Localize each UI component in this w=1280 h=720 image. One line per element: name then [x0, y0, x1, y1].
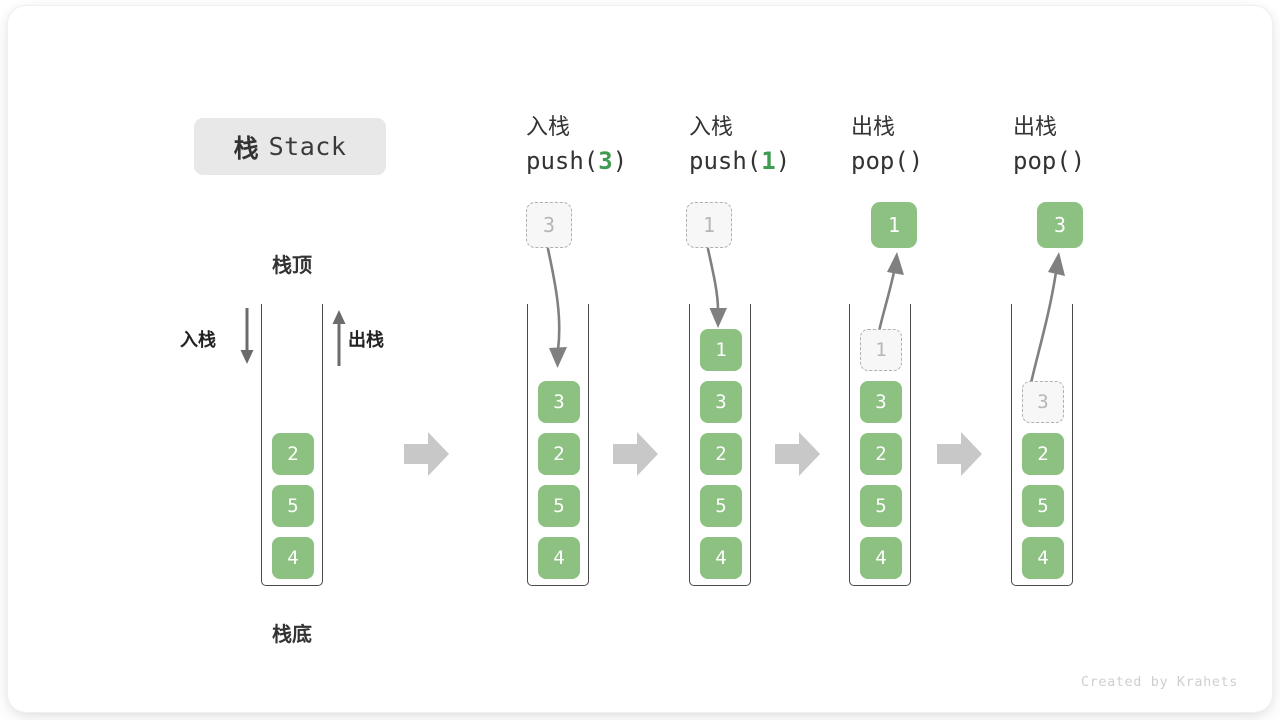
stack-cell: 5: [860, 485, 902, 527]
stack-vessel-push-3: 4 5 2 3: [527, 304, 589, 586]
title-latin: Stack: [268, 132, 347, 161]
credit-text: Created by Krahets: [1080, 674, 1238, 690]
popped-element-3: 3: [1037, 202, 1083, 248]
stack-top-label: 栈顶: [272, 253, 312, 277]
stack-cell: 4: [538, 537, 580, 579]
header-cjk: 出栈: [1013, 115, 1058, 140]
stack-cells-initial: 4 5 2: [272, 423, 314, 579]
stack-cells-push-1: 4 5 2 3 1: [700, 319, 742, 579]
stack-cell: 5: [1022, 485, 1064, 527]
diagram-title: 栈 Stack: [194, 118, 386, 175]
stack-cell: 3: [860, 381, 902, 423]
push-curve-arrow-icon: [706, 247, 727, 328]
stack-cell: 4: [700, 537, 742, 579]
stack-cell: 3: [538, 381, 580, 423]
column-header-push-3: 入栈 push(3): [526, 113, 716, 179]
stack-cell: 2: [538, 433, 580, 475]
header-code: push(1): [689, 147, 791, 175]
stack-cell: 2: [700, 433, 742, 475]
stack-bottom-label: 栈底: [272, 622, 312, 646]
title-cjk: 栈: [233, 134, 260, 163]
stack-cell: 4: [1022, 537, 1064, 579]
stack-cells-pop-1: 4 5 2 3 1: [860, 319, 902, 579]
incoming-element-push-1: 1: [686, 202, 732, 248]
popped-element-1: 1: [871, 202, 917, 248]
push-curve-arrow-icon: [546, 247, 567, 368]
header-cjk: 入栈: [526, 115, 571, 140]
pop-side-label: 出栈: [348, 330, 384, 351]
diagram-card: 栈 Stack 栈顶 4 5 2 栈底 入栈 出栈 入栈 push(3): [8, 6, 1272, 712]
header-code: push(3): [526, 147, 628, 175]
stack-cells-push-3: 4 5 2 3: [538, 371, 580, 579]
column-header-pop-3: 出栈 pop(): [1013, 113, 1203, 179]
incoming-element-push-3: 3: [526, 202, 572, 248]
stack-cell: 3: [700, 381, 742, 423]
stack-vessel-pop-3: 4 5 2 3: [1011, 304, 1073, 586]
column-header-push-1: 入栈 push(1): [689, 113, 879, 179]
stack-cell: 5: [272, 485, 314, 527]
stack-vessel-push-1: 4 5 2 3 1: [689, 304, 751, 586]
stack-cell: 2: [1022, 433, 1064, 475]
step-arrow-icon: [937, 432, 982, 476]
stack-cell: 5: [538, 485, 580, 527]
stack-cell: 1: [700, 329, 742, 371]
stack-cell: 2: [860, 433, 902, 475]
stack-cell: 4: [860, 537, 902, 579]
stack-cell: 2: [272, 433, 314, 475]
pop-direction-arrow-icon: [332, 310, 346, 366]
header-cjk: 出栈: [851, 115, 896, 140]
header-code: pop(): [851, 147, 924, 175]
stack-vessel-initial: 4 5 2: [261, 304, 323, 586]
step-arrow-icon: [404, 432, 449, 476]
stack-cell-vacated: 3: [1022, 381, 1064, 423]
push-side-label: 入栈: [180, 330, 216, 351]
step-arrow-icon: [613, 432, 658, 476]
header-cjk: 入栈: [689, 115, 734, 140]
stack-cell-vacated: 1: [860, 329, 902, 371]
stack-cells-pop-3: 4 5 2 3: [1022, 371, 1064, 579]
header-code: pop(): [1013, 147, 1086, 175]
push-direction-arrow-icon: [240, 308, 254, 364]
stack-cell: 4: [272, 537, 314, 579]
step-arrow-icon: [775, 432, 820, 476]
stack-cell: 5: [700, 485, 742, 527]
stack-vessel-pop-1: 4 5 2 3 1: [849, 304, 911, 586]
column-header-pop-1: 出栈 pop(): [851, 113, 1041, 179]
